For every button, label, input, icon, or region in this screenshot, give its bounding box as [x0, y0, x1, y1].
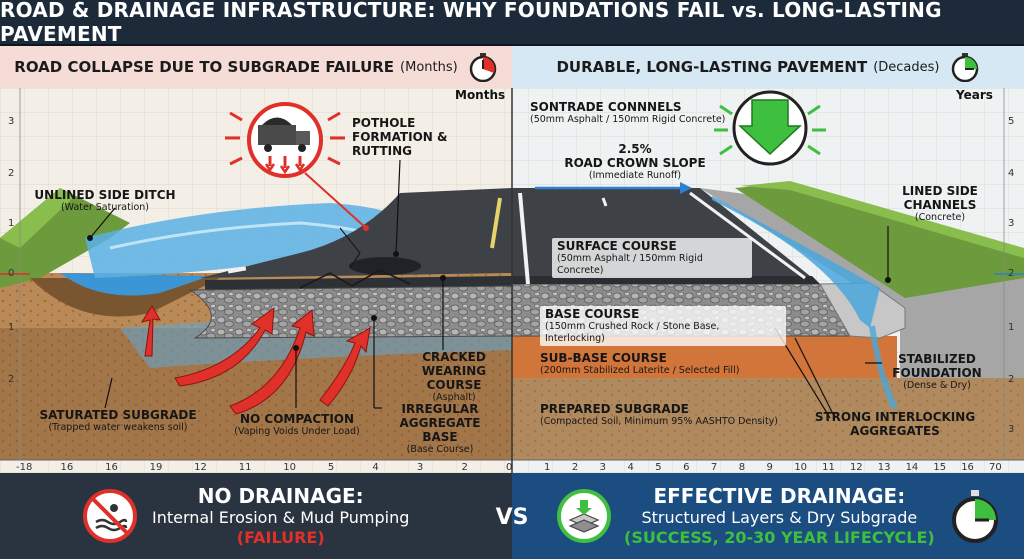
- x-tick-label: 16: [961, 462, 974, 473]
- x-tick-label: 12: [849, 462, 863, 473]
- x-tick-label: 15: [933, 462, 947, 473]
- footer-right-sub: Structured Layers & Dry Subgrade: [641, 508, 918, 527]
- x-tick-label: 70: [989, 462, 1002, 473]
- y-tick-label: 1: [1008, 322, 1015, 333]
- label-crown-slope: 2.5% ROAD CROWN SLOPE (Immediate Runoff): [564, 142, 706, 181]
- layers-icon: [557, 489, 611, 543]
- x-tick-label: 11: [238, 462, 252, 473]
- x-tick-label: 8: [738, 462, 746, 473]
- no-swimming-icon: [83, 489, 137, 543]
- stopwatch-icon: [469, 53, 496, 82]
- y-tick-label: 1: [8, 322, 15, 333]
- x-tick-label: 12: [194, 462, 207, 473]
- x-tick-label: 7: [710, 462, 718, 473]
- stopwatch-icon: [951, 53, 978, 82]
- footer-left-title: NO DRAINAGE:: [197, 484, 364, 508]
- y-tick-label: 1: [8, 218, 15, 229]
- label-pothole: POTHOLE FORMATION & RUTTING: [352, 116, 448, 158]
- footer-right-status: (SUCCESS, 20-30 YEAR LIFECYCLE): [624, 528, 935, 547]
- y-tick-label: 2: [8, 374, 15, 385]
- x-tick-label: 4: [372, 462, 379, 473]
- x-tick-label: 2: [461, 462, 468, 473]
- left-heading-unit: (Months): [400, 59, 458, 75]
- label-interlocking: STRONG INTERLOCKING AGGREGATES: [814, 410, 976, 438]
- x-tick-label: 0: [506, 462, 513, 473]
- left-axis-unit: Months: [455, 88, 506, 102]
- label-cracked-wearing: CRACKED WEARING COURSE (Asphalt): [421, 350, 487, 403]
- y-tick-label: 3: [8, 116, 15, 127]
- y-tick-label: 2: [1008, 374, 1015, 385]
- page-title: ROAD & DRAINAGE INFRASTRUCTURE: WHY FOUN…: [0, 0, 1024, 46]
- label-surface-course: SURFACE COURSE (50mm Asphalt / 150mm Rig…: [552, 238, 752, 278]
- label-prepared-subgrade: PREPARED SUBGRADE (Compacted Soil, Minim…: [540, 402, 779, 427]
- x-tick-label: 16: [105, 462, 118, 473]
- x-tick-label: -18: [16, 462, 33, 473]
- x-tick-label: 11: [822, 462, 835, 473]
- x-tick-label: 5: [655, 462, 662, 473]
- y-tick-label: 2: [1008, 268, 1015, 279]
- label-saturated-subgrade: SATURATED SUBGRADE (Trapped water weaken…: [39, 408, 197, 433]
- label-stabilized-foundation: STABILIZED FOUNDATION (Dense & Dry): [892, 352, 982, 391]
- x-tick-label: 9: [766, 462, 773, 473]
- x-tick-label: 5: [327, 462, 335, 473]
- footer-left: NO DRAINAGE: Internal Erosion & Mud Pump…: [0, 473, 512, 559]
- x-tick-label: 3: [599, 462, 606, 473]
- x-tick-label: 14: [905, 462, 919, 473]
- y-tick-label: 3: [1008, 218, 1015, 229]
- y-tick-label: 2: [8, 168, 15, 179]
- footer-left-status: (FAILURE): [236, 528, 325, 547]
- label-sontrade: SONTRADE CONNNELS (50mm Asphalt / 150mm …: [530, 100, 726, 125]
- footer-left-text: NO DRAINAGE: Internal Erosion & Mud Pump…: [152, 484, 409, 548]
- down-arrow-icon: [714, 90, 826, 166]
- x-tick-label: 13: [877, 462, 891, 473]
- label-ditch: UNLINED SIDE DITCH (Water Saturation): [34, 188, 176, 213]
- right-heading-text: DURABLE, LONG-LASTING PAVEMENT: [556, 58, 868, 76]
- stopwatch-icon: [951, 490, 998, 543]
- label-no-compaction: NO COMPACTION (Vaping Voids Under Load): [234, 412, 360, 437]
- left-panel-heading: ROAD COLLAPSE DUE TO SUBGRADE FAILURE (M…: [0, 46, 512, 88]
- label-lined-channels: LINED SIDE CHANNELS (Concrete): [902, 184, 978, 223]
- footer-right-title: EFFECTIVE DRAINAGE:: [653, 484, 906, 508]
- footer-right: EFFECTIVE DRAINAGE: Structured Layers & …: [512, 473, 1024, 559]
- right-heading-unit: (Decades): [873, 59, 940, 75]
- right-axis-unit: Years: [956, 88, 993, 102]
- x-tick-label: 4: [627, 462, 634, 473]
- cross-section-drawing: [0, 88, 1024, 473]
- x-tick-label: 1: [544, 462, 551, 473]
- right-panel-heading: DURABLE, LONG-LASTING PAVEMENT (Decades): [512, 46, 1024, 88]
- y-tick-label: 5: [1008, 116, 1015, 127]
- label-irregular-base: IRREGULAR AGGREGATE BASE (Base Course): [399, 402, 481, 455]
- x-tick-label: 16: [60, 462, 74, 473]
- label-sub-base: SUB-BASE COURSE (200mm Stabilized Lateri…: [540, 351, 740, 376]
- footer: NO DRAINAGE: Internal Erosion & Mud Pump…: [0, 473, 1024, 559]
- x-tick-label: 10: [794, 462, 808, 473]
- dump-truck-icon: [225, 102, 345, 178]
- label-base-course: BASE COURSE (150mm Crushed Rock / Stone …: [540, 306, 786, 346]
- y-tick-label: 0: [8, 268, 15, 279]
- x-tick-label: 2: [571, 462, 579, 473]
- x-tick-label: 19: [149, 462, 163, 473]
- footer-right-text: EFFECTIVE DRAINAGE: Structured Layers & …: [624, 484, 935, 548]
- x-tick-label: 3: [416, 462, 424, 473]
- x-tick-label: 6: [683, 462, 690, 473]
- y-tick-label: 3: [1008, 424, 1015, 435]
- vs-label: VS: [495, 505, 529, 530]
- y-tick-label: 4: [1008, 168, 1015, 179]
- left-heading-text: ROAD COLLAPSE DUE TO SUBGRADE FAILURE: [14, 58, 395, 76]
- x-tick-label: 10: [283, 462, 296, 473]
- footer-left-sub: Internal Erosion & Mud Pumping: [152, 508, 410, 527]
